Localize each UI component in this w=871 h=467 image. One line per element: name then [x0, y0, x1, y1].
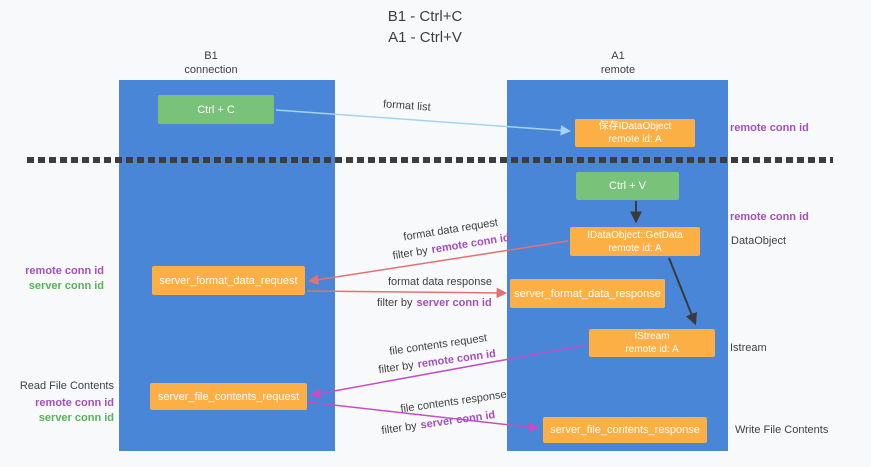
left-lane-role: connection [184, 64, 238, 76]
server-file-contents-request-label: server_file_contents_request [157, 390, 300, 403]
getdata-line1: IDataObject::GetData [587, 229, 683, 241]
left-conn-id-group-top: remote conn id server conn id [2, 264, 104, 294]
left-conn-id-group-bottom: Read File Contents remote conn id server… [2, 379, 114, 426]
server-format-data-request-box: server_format_data_request [152, 266, 305, 295]
ctrl-v-box: Ctrl + V [576, 172, 679, 200]
istream-line2: remote id: A [625, 344, 679, 355]
server-format-data-request-label: server_format_data_request [159, 274, 298, 287]
title-line-b1: B1 - Ctrl+C [387, 8, 463, 25]
server-format-data-response-box: server_format_data_response [510, 279, 665, 308]
server-file-contents-response-box: server_file_contents_response [543, 417, 707, 443]
save-idataobject-box: 保存IDataObject remote id: A [575, 119, 695, 147]
diagram-title: B1 - Ctrl+C A1 - Ctrl+V [300, 6, 550, 48]
dataobject-label: DataObject [731, 235, 787, 247]
filter-by-text: filter by [377, 359, 415, 377]
right-lane-header: A1 remote [558, 49, 678, 77]
format-list-label: format list [382, 98, 432, 114]
ctrl-c-box: Ctrl + C [158, 95, 274, 124]
server-file-contents-response-label: server_file_contents_response [550, 424, 700, 436]
filter-by-text: filter by [380, 420, 418, 437]
getdata-line2: remote id: A [608, 242, 662, 254]
right-remote-conn-id-label-1: remote conn id [730, 122, 809, 134]
getdata-box: IDataObject::GetData remote id: A [570, 227, 700, 256]
ctrl-c-label: Ctrl + C [197, 103, 235, 116]
server-file-contents-request-box: server_file_contents_request [150, 383, 307, 410]
left-remote-conn-id-label-1: remote conn id [25, 265, 104, 277]
server-conn-id-text: server conn id [416, 297, 492, 309]
right-lane-role: remote [600, 64, 636, 76]
save-idataobject-line1: 保存IDataObject [598, 121, 672, 132]
save-idataobject-line2: remote id: A [608, 134, 662, 145]
istream-box: IStream remote id: A [589, 329, 715, 357]
title-line-a1: A1 - Ctrl+V [388, 29, 462, 46]
read-file-contents-label: Read File Contents [19, 380, 114, 392]
left-lane-header: B1 connection [151, 49, 271, 77]
filter-by-text: filter by [377, 297, 413, 309]
filter-by-text: filter by [391, 244, 429, 263]
left-lane-name: B1 [204, 50, 218, 62]
istream-line1: IStream [634, 331, 670, 342]
istream-side-label: Istream [730, 342, 767, 354]
server-format-data-response-label: server_format_data_response [514, 287, 661, 300]
right-remote-conn-id-label-2: remote conn id [730, 211, 809, 223]
left-server-conn-id-label-2: server conn id [38, 412, 114, 424]
ctrl-v-label: Ctrl + V [609, 180, 646, 192]
left-server-conn-id-label-1: server conn id [28, 280, 104, 292]
format-data-response-arrow [306, 287, 508, 299]
format-data-response-label: format data response [388, 276, 492, 288]
right-lane-name: A1 [611, 50, 625, 62]
dashed-separator-line [27, 157, 833, 163]
server-conn-id-text: server conn id [419, 409, 496, 432]
write-file-contents-label: Write File Contents [735, 424, 829, 436]
left-remote-conn-id-label-2: remote conn id [35, 397, 114, 409]
